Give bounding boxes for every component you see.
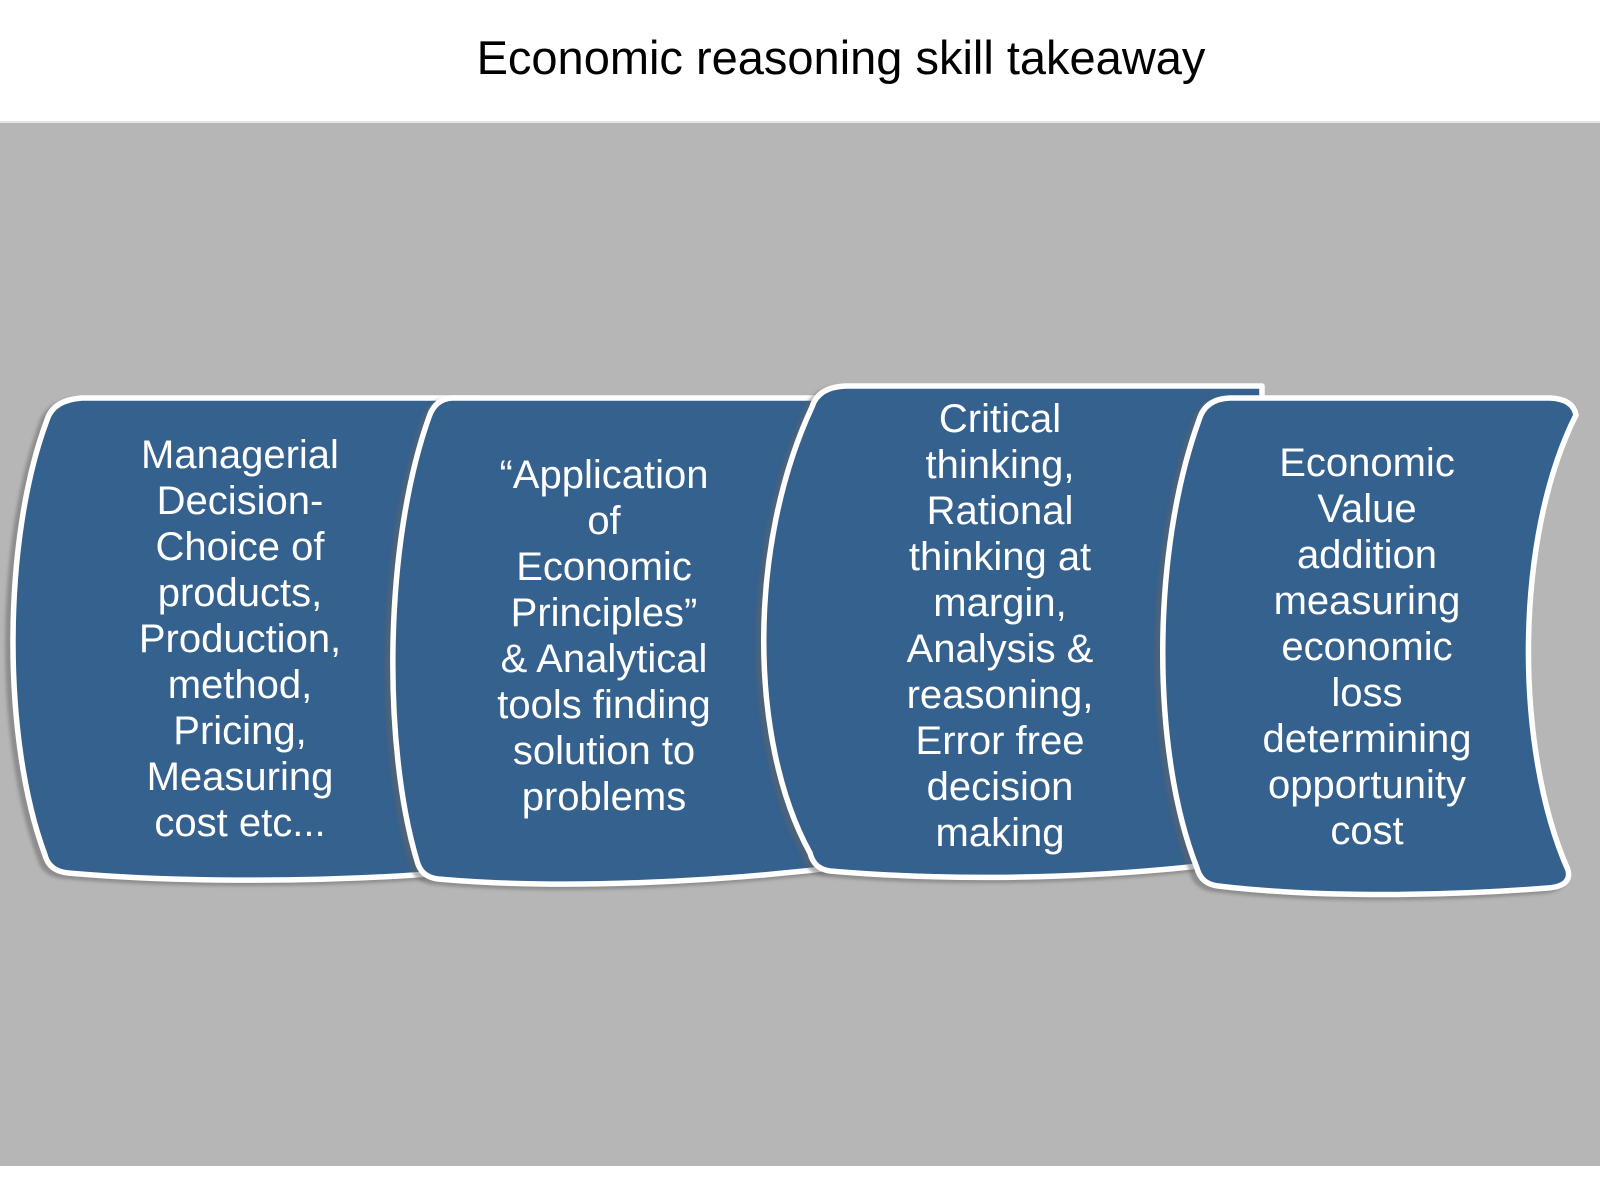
text-line: Pricing, [173, 709, 307, 753]
text-line: Principles” [510, 591, 698, 635]
text-line: method, [167, 663, 313, 707]
text-line: cost [1330, 809, 1404, 853]
text-line: determining [1262, 717, 1472, 761]
text-line: Error free [915, 719, 1085, 763]
panel-shape-application-principles [390, 395, 851, 887]
text-line: Critical [938, 397, 1062, 441]
panel-economic-value-text-block: Economic Value addition measuring econom… [1199, 440, 1535, 854]
title-band: Economic reasoning skill takeaway [0, 0, 1600, 121]
panel-application-text-block: “Application of Economic Principles” & A… [438, 452, 770, 820]
text-line: Managerial [141, 433, 339, 477]
panel-shape-economic-value [1160, 395, 1579, 898]
text-line: opportunity [1268, 763, 1466, 807]
text-line: Measuring [146, 755, 334, 799]
panel-managerial-text-block: Managerial Decision- Choice of products,… [62, 432, 418, 846]
text-line: reasoning, [906, 673, 1094, 717]
panel-shape-critical-thinking [761, 383, 1265, 881]
text-line: cost etc... [154, 801, 326, 845]
panel-critical-thinking-text-block: Critical thinking, Rational thinking at … [834, 396, 1166, 856]
text-line: thinking at [908, 535, 1092, 579]
text-line: Economic [516, 545, 692, 589]
text-line: Economic [1279, 441, 1455, 485]
text-line: products, [157, 571, 323, 615]
text-line: Analysis & [906, 627, 1094, 671]
text-line: Decision- [156, 479, 324, 523]
text-line: & Analytical [500, 637, 708, 681]
text-line: Choice of [155, 525, 325, 569]
text-line: Value [1317, 487, 1417, 531]
page-title: Economic reasoning skill takeaway [476, 31, 1206, 84]
text-line: loss [1331, 671, 1403, 715]
text-line: making [935, 811, 1065, 855]
text-line: solution to [512, 729, 696, 773]
text-line: Rational [926, 489, 1074, 533]
text-line: of [587, 499, 621, 543]
bottom-band [0, 1166, 1600, 1200]
panel-shape-managerial-decision [10, 395, 481, 883]
text-line: “Application [499, 453, 709, 497]
text-line: margin, [933, 581, 1067, 625]
text-line: problems [521, 775, 687, 819]
text-line: tools finding [497, 683, 711, 727]
text-line: economic [1281, 625, 1453, 669]
text-line: thinking, [925, 443, 1075, 487]
text-line: measuring [1273, 579, 1461, 623]
text-line: decision [926, 765, 1074, 809]
text-line: addition [1296, 533, 1438, 577]
text-line: Production, [138, 617, 342, 661]
